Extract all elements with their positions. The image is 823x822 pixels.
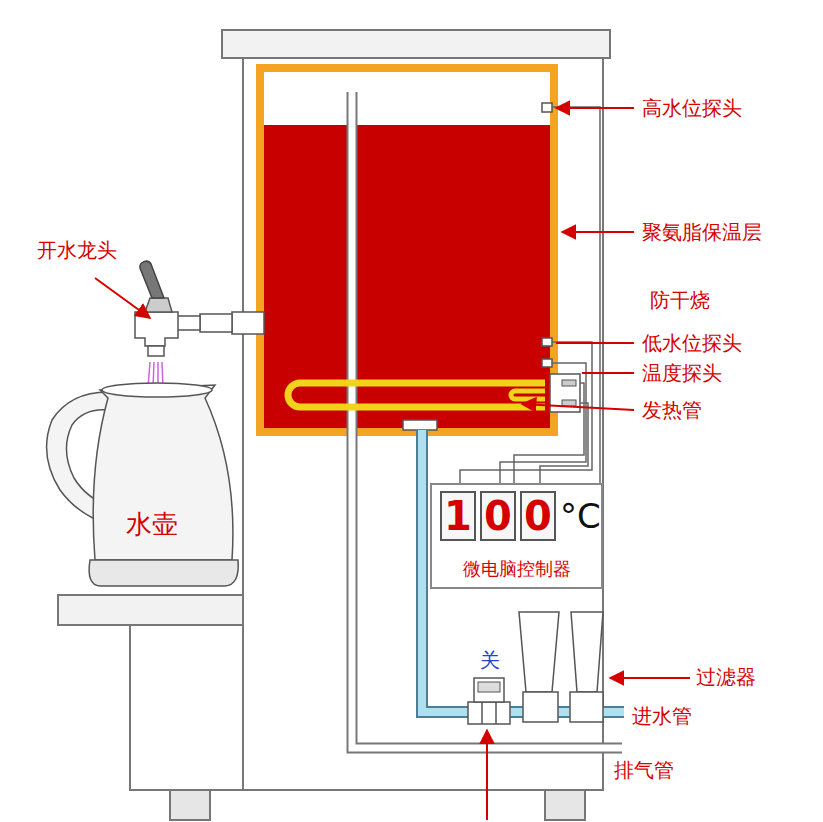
kettle-base [89, 560, 238, 586]
heater-label: 发热管 [640, 398, 704, 422]
pipe-label: 进水管 [630, 704, 694, 728]
hot-water [264, 125, 550, 428]
digit-value: 0 [484, 494, 512, 538]
probe-wires [460, 107, 600, 483]
faucet-handle [140, 261, 164, 298]
filter-label: 过滤器 [694, 665, 758, 689]
cabinet-top [222, 30, 610, 58]
heater-tube [288, 383, 545, 407]
kettle: 水壶 [40, 375, 246, 590]
probe-label: 温度探头 [640, 361, 724, 385]
protection-label: 防干烧 [648, 288, 712, 312]
leader-line [582, 372, 634, 374]
kettle-outline [40, 375, 240, 590]
vent-pipe-shadow [352, 92, 622, 752]
valve-body [468, 702, 510, 724]
leader-line [556, 342, 634, 344]
filter [519, 612, 559, 692]
faucet-label: 开水龙头 [35, 238, 119, 262]
valve-state-label: 关 [478, 648, 502, 672]
faucet-pipe [232, 312, 264, 334]
leader-line [610, 677, 690, 679]
faucet-spout [148, 346, 164, 356]
pipe-label: 排气管 [612, 758, 676, 782]
valve-switch-key [478, 682, 500, 692]
display-digit: 1 [440, 491, 476, 541]
faucet-nut [200, 314, 232, 332]
stand-leg [130, 625, 243, 790]
vent-pipe-inner [352, 92, 622, 748]
inlet-pipe [422, 430, 624, 712]
filter [571, 612, 603, 692]
terminal-screw [562, 400, 576, 406]
leader-line [95, 278, 150, 318]
inlet-port [403, 420, 437, 430]
terminal-screw [562, 380, 576, 386]
inlet-pipe-outline [422, 430, 624, 712]
low-level-probe [542, 338, 552, 346]
leader-line [556, 107, 634, 109]
unit-symbol: °C [560, 491, 597, 541]
leader-line [522, 404, 634, 410]
leader-line [562, 231, 634, 233]
vent-pipe [352, 92, 622, 748]
heater-tube-inner [511, 391, 545, 399]
foot [545, 790, 585, 820]
filter-base [523, 692, 558, 722]
kettle-label: 水壶 [126, 509, 246, 539]
controller-box: °C微电脑控制器100 [430, 483, 603, 589]
valve-switch [474, 678, 504, 702]
faucet-body [135, 312, 178, 346]
probe-label: 高水位探头 [640, 96, 744, 120]
foot [170, 790, 210, 820]
insulation-label: 聚氨脂保温层 [640, 220, 764, 244]
controller-label: 微电脑控制器 [436, 557, 597, 581]
digit-value: 0 [524, 494, 552, 538]
display-digit: 0 [480, 491, 516, 541]
high-level-probe [542, 103, 552, 112]
leader-line [486, 730, 488, 820]
faucet-cap [145, 298, 172, 312]
kettle-rim [102, 383, 212, 397]
temperature-probe [542, 359, 552, 367]
digit-value: 1 [444, 494, 472, 538]
display-digit: 0 [520, 491, 556, 541]
insulation-layer [260, 68, 554, 432]
kettle-shelf [58, 595, 243, 625]
probe-label: 低水位探头 [640, 331, 744, 355]
filter-base [570, 692, 603, 722]
